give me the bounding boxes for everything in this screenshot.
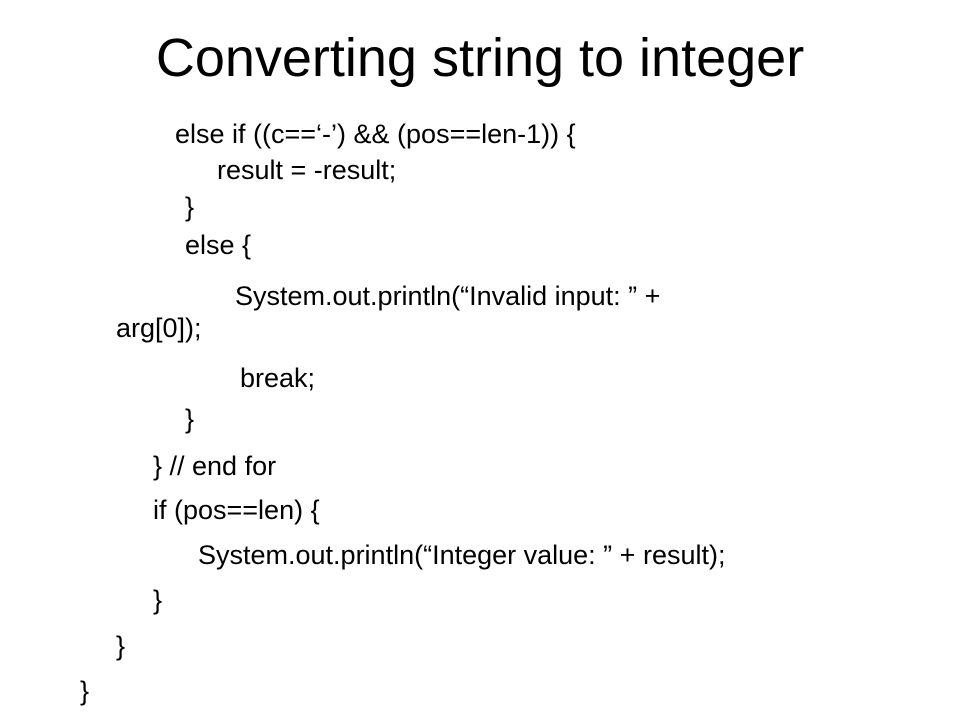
code-line-println-integer: System.out.println(“Integer value: ” + r… — [198, 540, 726, 570]
code-line-println-invalid: System.out.println(“Invalid input: ” + — [235, 281, 661, 311]
code-line-close-brace: } — [80, 676, 90, 706]
code-line-close-brace: } — [185, 404, 195, 434]
code-line-close-brace: } — [153, 585, 163, 615]
code-line-end-for: } // end for — [153, 451, 277, 481]
code-line-println-invalid-continued: arg[0]); — [116, 313, 202, 343]
code-line-else-if: else if ((c==‘-’) && (pos==len-1)) { — [175, 119, 576, 149]
code-line-if-pos-len: if (pos==len) { — [153, 495, 320, 525]
code-line-close-brace: } — [116, 631, 126, 661]
code-line-close-brace: } — [185, 192, 195, 222]
code-line-break: break; — [240, 363, 316, 393]
code-line-else: else { — [185, 230, 252, 260]
slide-title: Converting string to integer — [155, 28, 805, 88]
code-line-negate-result: result = -result; — [217, 155, 397, 185]
